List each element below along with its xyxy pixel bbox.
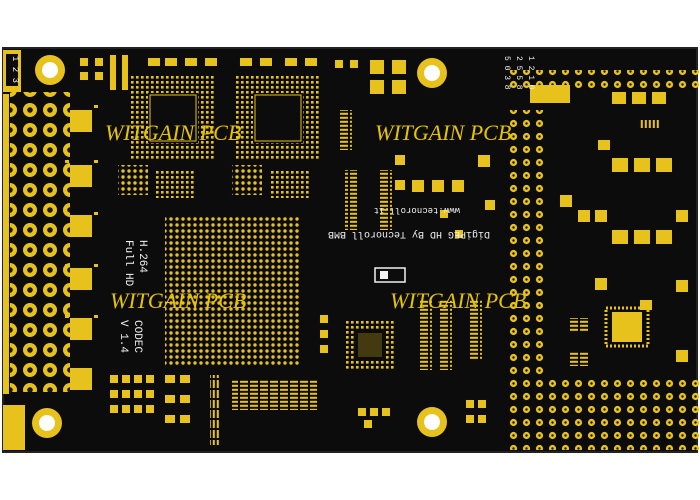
svg-text:1 2 1 0: 1 2 1 0 bbox=[526, 56, 535, 90]
silk-codec-label: H.264 Full HD bbox=[122, 240, 148, 287]
silk-edge-label: 1 2 3 bbox=[10, 56, 20, 83]
fine-pitch-bottom bbox=[210, 375, 220, 445]
qfp-center bbox=[345, 320, 395, 370]
mounting-hole-bl bbox=[32, 408, 62, 438]
watermark-4: WITGAIN PCB bbox=[390, 288, 526, 313]
watermark-1: WITGAIN PCB bbox=[105, 120, 241, 145]
mounting-hole-bm bbox=[417, 407, 447, 437]
mounting-hole-tm bbox=[417, 58, 447, 88]
svg-text:5 0 3 8: 5 0 3 8 bbox=[502, 56, 511, 90]
watermark-2: WITGAIN PCB bbox=[375, 120, 511, 145]
connector-strips bbox=[340, 110, 482, 370]
main-bga bbox=[165, 215, 300, 365]
silk-product-label: DigiPEG HD By Tecnoroll BMB www.tecnorol… bbox=[328, 205, 490, 240]
qfn-right bbox=[604, 306, 650, 348]
svg-text:1 2 3: 1 2 3 bbox=[10, 56, 20, 83]
silk-jumper-label: 5 0 3 8 2 5 5 8 1 2 1 0 bbox=[502, 56, 535, 90]
edge-holes-2 bbox=[50, 92, 70, 392]
silk-version-label: CODEC V 1.4 bbox=[117, 320, 143, 353]
edge-bar-bottom bbox=[3, 405, 25, 450]
qfn-column bbox=[70, 110, 92, 390]
edge-bar-left bbox=[3, 94, 9, 394]
watermark-3: WITGAIN PCB bbox=[110, 288, 246, 313]
svg-text:2 5 5 8: 2 5 5 8 bbox=[514, 56, 523, 90]
silk-product: DigiPEG HD By Tecnoroll BMB bbox=[328, 228, 490, 240]
edge-holes bbox=[10, 92, 50, 392]
silk-switch-outline bbox=[374, 267, 406, 283]
silk-h264: H.264 bbox=[136, 240, 148, 273]
silk-version: V 1.4 bbox=[117, 320, 129, 353]
silk-fullhd: Full HD bbox=[122, 240, 134, 287]
silk-url: www.tecnoroll.it bbox=[374, 205, 460, 215]
silk-codec: CODEC bbox=[131, 320, 143, 353]
mounting-hole-tl bbox=[35, 55, 65, 85]
bga-top-left bbox=[130, 75, 215, 160]
bga-top-right bbox=[235, 75, 320, 160]
